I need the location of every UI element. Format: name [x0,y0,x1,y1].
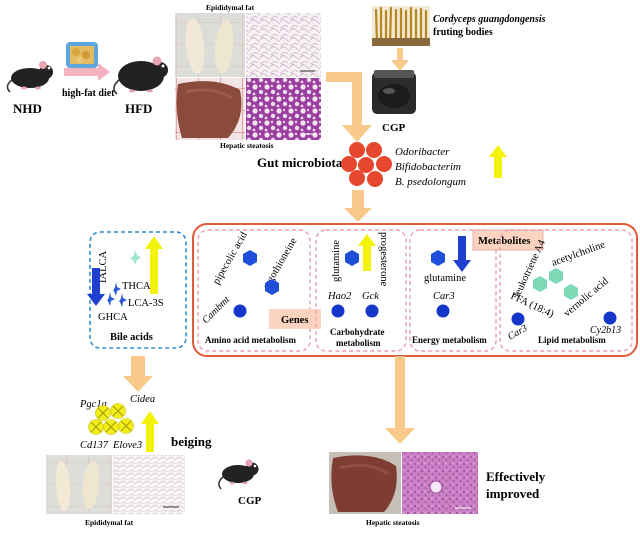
bottom-epididymal-fat-label: Epididymal fat [85,518,134,527]
hfd-mouse-icon [113,56,168,95]
bile-acid-lca-3s: LCA-3S [128,298,164,309]
metabolites-tag-label: Metabolites [478,236,531,247]
genes-tag [269,309,321,329]
bacterium-bifidobacterium: Bifidobacterim [395,161,461,173]
carb-up-arrow [358,234,376,271]
lipid-gene-circle-1 [511,312,525,326]
lipid-hexagon-3 [564,284,578,300]
top-hepatic-steatosis-label: Hepatic steatosis [220,141,274,150]
lipid-gene-car3: Car3 [506,323,529,343]
fat-food-image [66,42,98,68]
top-epididymal-fat-label: Epididymal fat [206,3,255,12]
amino-acid-box [197,229,311,352]
bile-acids-box [89,231,187,349]
result-line2: improved [486,486,540,501]
energy-gene-car3: Car3 [433,291,455,302]
energy-metabolite-glutamine: glutamine [424,273,466,284]
amino-title: Amino acid metabolism [205,335,297,345]
nhd-label: NHD [13,101,42,116]
cordyceps-fruiting-bodies-image [372,6,430,46]
bile-to-beiging-arrow [123,356,153,392]
cgp-top-label: CGP [382,122,406,134]
top-liver-image [175,78,245,140]
lipid-gene-cy2b13: Cy2b13 [590,325,621,336]
energy-box [409,229,497,352]
cordyceps-subtitle: fruting bodies [433,27,493,38]
nhd-mouse-icon [6,61,53,93]
carbohydrate-box [315,229,407,352]
beiging-gene-cd137: Cd137 [80,440,109,451]
beiging-gene-cidea: Cidea [130,394,155,405]
bile-acid-star-icons [107,282,127,307]
bile-acid-ghca: GHCA [98,312,128,323]
carb-title-line2: metabolism [336,338,381,348]
carb-gene-hao2: Hao2 [327,291,352,302]
bile-acid-ialca: IALCA [98,251,109,283]
energy-gene-circle [436,304,450,318]
images-to-microbiota-arrow [326,72,372,142]
carb-metabolite-progesterone: progesterone [378,232,389,287]
amino-gene-cambmt: Cambmt [200,294,232,326]
lipid-metabolite-acetylcholine: acetylcholine [550,239,607,269]
beiging-label: beiging [171,434,212,449]
amino-gene-circle [233,304,247,318]
bacteria-cluster-icon [341,142,392,187]
bile-down-arrow [87,268,105,306]
cgp-mouse-icon [218,459,259,490]
carb-gene-gck: Gck [362,291,379,302]
bottom-liver-image [329,452,401,514]
beiging-up-arrow [141,411,159,452]
carb-gene-circle-1 [331,304,345,318]
energy-down-arrow [453,236,471,272]
beiging-gene-pgc1a: Pgc1a [79,399,107,410]
ialca-marker-icon [130,250,141,265]
carb-gene-circle-2 [365,304,379,318]
top-adipocyte-histology [246,13,321,77]
cordyceps-name: Cordyceps guangdongensis [433,14,546,25]
lipid-title: Lipid metabolism [538,335,606,345]
ialca-up-arrow [145,236,163,294]
bottom-healthy-histology [402,452,478,514]
result-line1: Effectively [486,469,546,484]
bottom-adipocyte-histology [113,455,185,514]
diet-arrow [64,63,110,81]
carb-metabolite-glutamine: glutamine [331,240,342,282]
metabolism-to-liver-arrow [385,356,415,444]
lipid-box [499,229,633,352]
cordyceps-to-cgp-arrow [391,48,409,71]
cgp-bottom-label: CGP [238,495,262,507]
microbiota-up-arrow [489,145,507,178]
hfd-label: HFD [125,101,152,116]
top-steatosis-histology [246,78,321,140]
genes-tag-label: Genes [281,315,308,326]
energy-metabolite-hexagon [431,250,445,266]
bacterium-b-pseudolongum: B. psedolongum [395,176,466,188]
carb-metabolite-hexagon [345,250,359,266]
microbiota-label: Gut microbiota [257,155,343,170]
amino-metabolite-hexagon-2 [265,279,279,295]
bile-acid-thca: THCA [122,281,151,292]
bottom-hepatic-steatosis-label: Hepatic steatosis [366,518,420,527]
lipid-gene-circle-2 [603,311,617,325]
diet-label: high-fat diet [62,88,115,99]
bottom-fat-tissue-image [46,455,112,514]
amino-metabolite-hexagon [243,250,257,266]
beiging-gene-elove3: Elove3 [112,440,142,451]
lipid-hexagon-2 [549,268,563,284]
bacterium-odoribacter: Odoribacter [395,146,450,158]
metabolism-box [192,223,638,357]
lipid-hexagon-1 [533,276,547,292]
microbiota-to-metabolism-arrow [344,190,372,222]
energy-title: Energy metabolism [412,335,487,345]
top-fat-tissue-image [175,13,245,77]
carb-title-line1: Carbohydrate [330,327,385,337]
bile-acids-title: Bile acids [110,332,153,343]
cgp-jar-image [372,70,416,114]
